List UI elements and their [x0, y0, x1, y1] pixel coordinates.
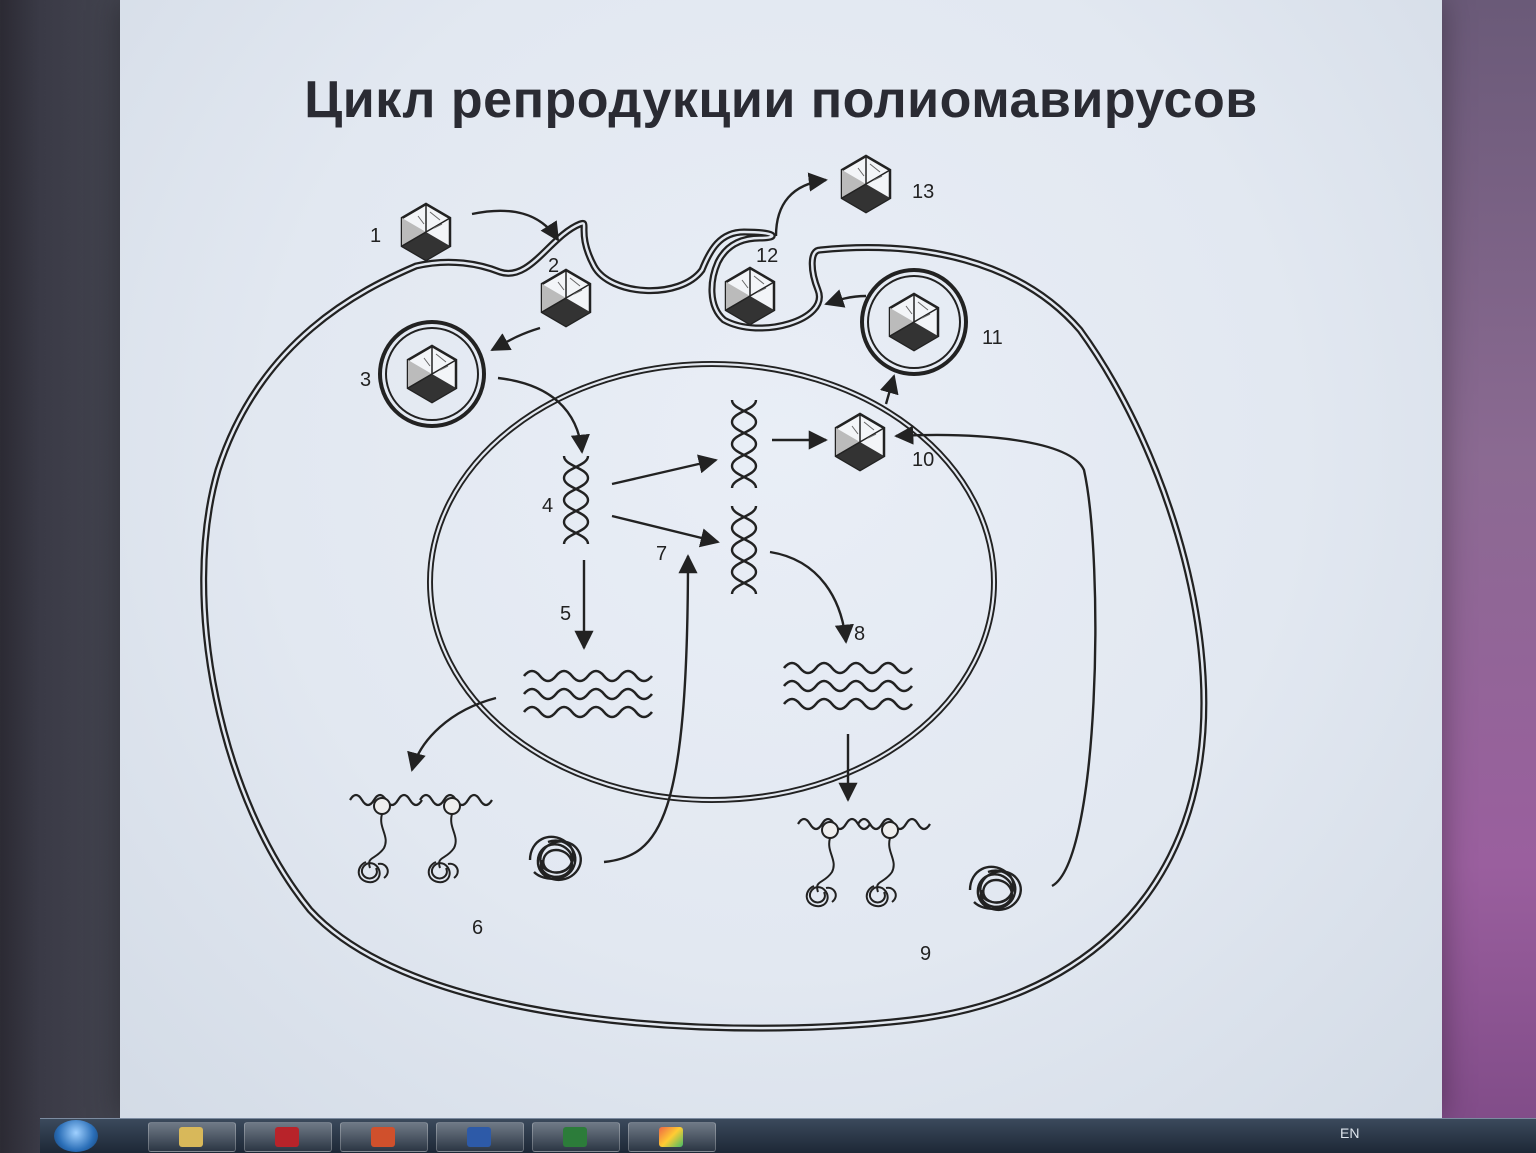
label-6: 6 [472, 917, 483, 939]
dna-4 [562, 454, 590, 546]
polyomavirus-cycle-diagram: 1 2 3 4 5 6 7 8 9 10 11 12 13 [200, 154, 1208, 1032]
start-button[interactable] [54, 1120, 98, 1152]
arrow-9-10 [894, 425, 1097, 888]
taskbar-paint[interactable] [628, 1122, 716, 1152]
virion-2 [540, 268, 592, 328]
label-12: 12 [756, 245, 778, 267]
arrow-5-6 [407, 696, 497, 772]
ribosome-early-b [418, 793, 494, 884]
protein-early [528, 835, 582, 882]
arrow-10-11 [880, 374, 899, 405]
virion-11 [888, 292, 940, 352]
mrna-early [522, 669, 654, 719]
nucleus-membrane [427, 361, 997, 803]
arrow-4-rep-top [611, 454, 718, 486]
pdf-reader-icon [275, 1127, 299, 1147]
label-5: 5 [560, 603, 571, 625]
taskbar-folder[interactable] [148, 1122, 236, 1152]
mrna-late [782, 661, 914, 711]
dna-replicated-bottom [730, 504, 758, 596]
dna-replicated-top [730, 398, 758, 490]
label-1: 1 [370, 225, 381, 247]
ribosome-late-b [856, 817, 932, 908]
language-indicator[interactable]: EN [1340, 1125, 1360, 1141]
folder-icon [179, 1127, 203, 1147]
endosome-3 [378, 320, 486, 428]
label-11: 11 [982, 327, 1003, 349]
label-2: 2 [548, 255, 559, 277]
ribosome-late-a [796, 817, 872, 908]
label-10: 10 [912, 449, 934, 471]
room-wall [1430, 0, 1536, 1152]
arrow-4-rep-bottom [611, 514, 720, 548]
virion-13 [840, 154, 892, 214]
label-13: 13 [912, 181, 934, 203]
arrow-3-4 [497, 376, 590, 454]
presentation-slide: Цикл репродукции полиомавирусов [120, 0, 1442, 1118]
label-8: 8 [854, 623, 865, 645]
slide-title: Цикл репродукции полиомавирусов [304, 71, 1258, 129]
arrow-2-3 [490, 326, 541, 352]
arrow-11-12 [824, 289, 867, 308]
label-3: 3 [360, 369, 371, 391]
ribosome-early-a [348, 793, 424, 884]
taskbar-pdf-reader[interactable] [244, 1122, 332, 1152]
taskbar-word[interactable] [436, 1122, 524, 1152]
arrow-12-13 [774, 172, 828, 237]
paint-icon [659, 1127, 683, 1147]
excel-icon [563, 1127, 587, 1147]
taskbar-powerpoint[interactable] [340, 1122, 428, 1152]
arrow-1-2 [471, 209, 560, 242]
word-icon [467, 1127, 491, 1147]
virion-10 [834, 412, 886, 472]
arrow-7 [603, 554, 698, 864]
label-7: 7 [656, 543, 667, 565]
protein-late [968, 865, 1022, 912]
label-9: 9 [920, 943, 931, 965]
taskbar: EN [40, 1118, 1536, 1153]
cell-membrane [200, 219, 1208, 1032]
virion-12 [724, 266, 776, 326]
vesicle-11 [860, 268, 968, 376]
arrow-rep-8 [769, 550, 854, 644]
virion-3 [406, 344, 458, 404]
label-4: 4 [542, 495, 553, 517]
taskbar-excel[interactable] [532, 1122, 620, 1152]
virion-1 [400, 202, 452, 262]
powerpoint-icon [371, 1127, 395, 1147]
